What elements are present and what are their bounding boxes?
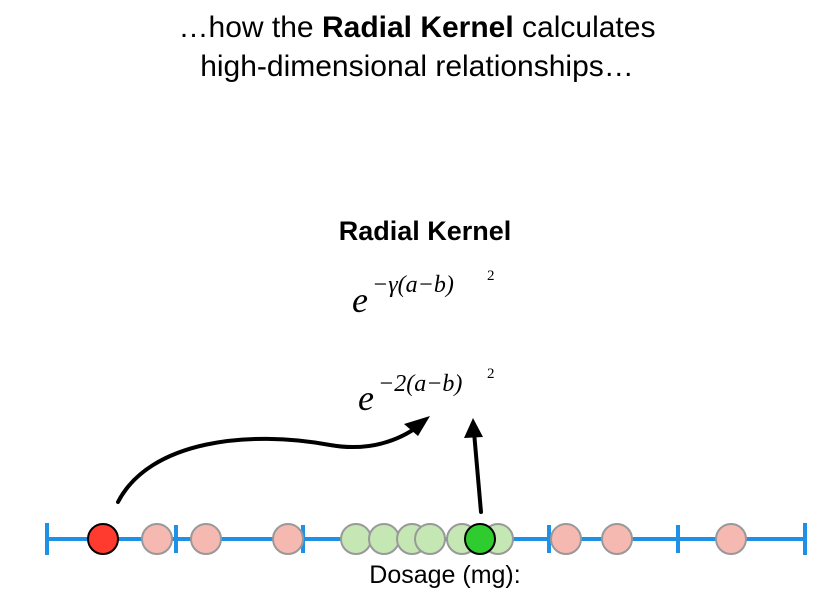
general-formula-exponent: −γ(a−b) (372, 272, 454, 298)
specific-kernel-formula: e −2(a−b) 2 (358, 366, 495, 418)
data-points (87, 523, 747, 555)
straight-arrow-shaft (472, 430, 483, 514)
axis-label: Dosage (mg): (369, 561, 521, 589)
curved-arrowhead (404, 416, 430, 436)
caption-line-1: …how the Radial Kernel calculates (0, 8, 834, 47)
light-green-point (368, 523, 400, 555)
salmon-point (601, 523, 633, 555)
general-formula-base: e (352, 280, 368, 320)
selected-red-point (87, 523, 119, 555)
kernel-title: Radial Kernel (338, 216, 512, 246)
salmon-point (190, 523, 222, 555)
salmon-point (272, 523, 304, 555)
specific-formula-exponent: −2(a−b) (378, 371, 462, 397)
selected-green-point (464, 523, 496, 555)
caption-line-2: high-dimensional relationships… (200, 50, 634, 83)
general-kernel-formula: e −γ(a−b) 2 (352, 268, 495, 320)
salmon-point (715, 523, 747, 555)
curved-arrow-shaft (116, 423, 422, 504)
salmon-point (141, 523, 173, 555)
caption-prefix: …how the (178, 11, 322, 44)
caption: …how the Radial Kernel calculates high-d… (0, 8, 834, 86)
caption-bold-term: Radial Kernel (321, 11, 514, 44)
salmon-point (550, 523, 582, 555)
straight-arrowhead (464, 418, 483, 438)
specific-formula-base: e (358, 378, 374, 418)
caption-suffix: calculates (513, 11, 656, 44)
general-formula-power: 2 (487, 268, 495, 284)
specific-formula-power: 2 (487, 366, 495, 382)
light-green-point (414, 523, 446, 555)
light-green-point (340, 523, 372, 555)
